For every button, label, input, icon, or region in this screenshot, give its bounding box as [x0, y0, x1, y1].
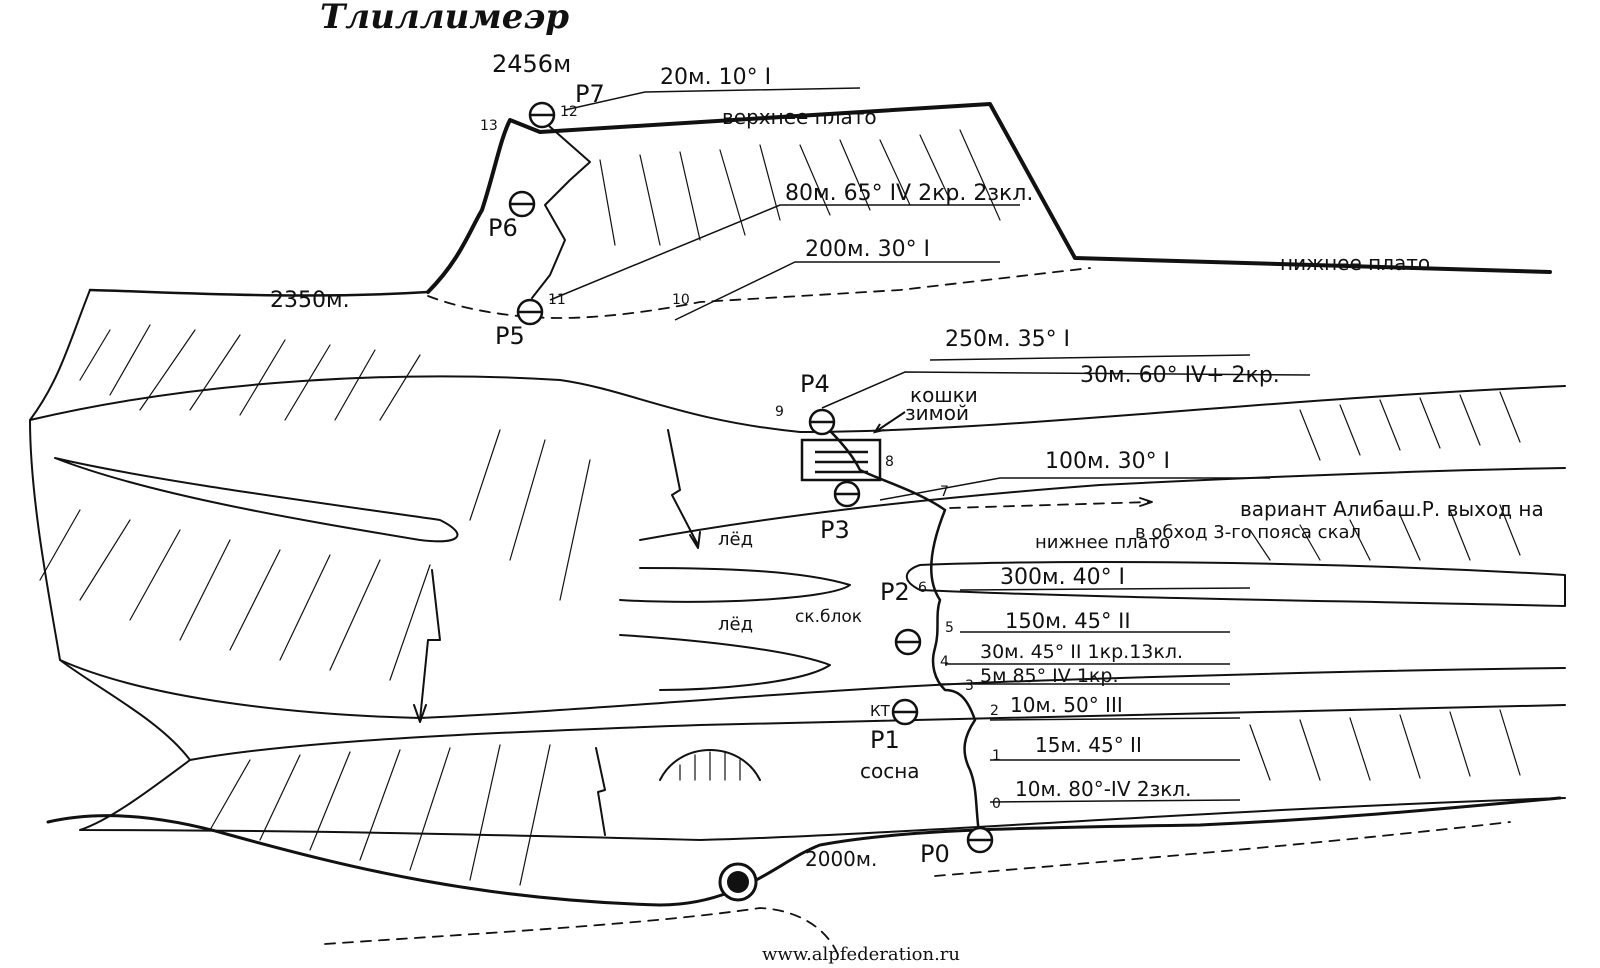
note-rock-block: ск.блок	[795, 607, 862, 627]
base-ridge	[46, 796, 1562, 907]
point-number: 6	[918, 580, 927, 596]
point-number: 9	[775, 404, 784, 420]
pitch-label: 30м. 60° IV+ 2кр.	[1080, 363, 1280, 388]
station-label-p5: P5	[495, 322, 525, 350]
point-number: 0	[992, 796, 1001, 812]
pitch-label: 250м. 35° I	[945, 327, 1070, 352]
pitch-label: 15м. 45° II	[1035, 733, 1142, 757]
pitch-label: 200м. 30° I	[805, 237, 930, 262]
trail-lower	[934, 821, 1511, 877]
point-number: 4	[940, 654, 949, 670]
point-number: 10	[672, 292, 690, 308]
point-number: 3	[965, 678, 974, 694]
note-crampons: кошки	[910, 383, 978, 407]
pitch-label: 300м. 40° I	[1000, 565, 1125, 590]
station-p5-marker	[516, 298, 544, 326]
note-ice-1: лёд	[718, 529, 753, 550]
footer-url: www.alpfederation.ru	[762, 944, 960, 965]
note-ice-2: лёд	[718, 614, 753, 635]
ice-band-2	[619, 634, 831, 691]
hatching-right	[1249, 391, 1521, 781]
trail-approach	[324, 907, 841, 961]
elevation-base: 2000м.	[805, 847, 877, 871]
station-label-p1: P1	[870, 726, 900, 754]
crampon-arrow	[872, 411, 906, 434]
summit-outline	[426, 102, 1552, 294]
cave-hatch	[679, 751, 741, 781]
pitch-label: 5м 85° IV 1кр.	[980, 665, 1118, 687]
point-number: 8	[885, 454, 894, 470]
trail-variant	[949, 501, 1151, 509]
station-p7-marker	[528, 101, 556, 129]
pitch-label: 30м. 45° II 1кр.13кл.	[980, 641, 1183, 663]
elevation-summit: 2456м	[492, 50, 571, 78]
stations	[508, 101, 994, 854]
station-label-p4: P4	[800, 370, 830, 398]
station-labels: P0 P1 P2 P3 P4 P5 P6 P7	[488, 80, 950, 868]
point-number: 7	[940, 484, 949, 500]
route-title: Тлиллимеэр	[320, 0, 569, 37]
station-p1-marker	[891, 698, 919, 726]
upper-ridge	[88, 288, 430, 297]
rockfall-arrow-3	[595, 747, 606, 836]
point-number: 11	[548, 292, 566, 308]
pitch-label: 10м. 80°-IV 2зкл.	[1015, 777, 1191, 801]
label-upper-plateau: верхнее плато	[722, 105, 877, 129]
ice-band-1	[619, 567, 851, 603]
route-upper	[531, 117, 591, 299]
crampon-block	[800, 438, 882, 482]
band-1	[29, 289, 1566, 433]
station-label-p7: P7	[575, 80, 605, 108]
station-label-p0: P0	[920, 840, 950, 868]
pitch-label: 10м. 50° III	[1010, 693, 1123, 717]
band-6	[59, 659, 1566, 761]
band-4	[639, 467, 1566, 541]
note-winter: зимой	[905, 401, 969, 425]
hatching-left	[39, 324, 591, 886]
rockfall-arrow-1	[667, 429, 701, 549]
pitch-leaders	[549, 87, 1311, 803]
label-variant-2: в обход 3-го пояса скал	[1135, 522, 1361, 543]
label-lower-plateau-variant: нижнее плато	[1035, 532, 1170, 553]
band-5	[905, 561, 1566, 607]
pitch-label: 80м. 65° IV 2кр. 2зкл.	[785, 181, 1033, 206]
label-lower-plateau: нижнее плато	[1280, 251, 1430, 275]
pitch-labels: 20м. 10° I 80м. 65° IV 2кр. 2зкл. 200м. …	[660, 65, 1280, 801]
station-label-p3: P3	[820, 516, 850, 544]
station-label-p6: P6	[488, 214, 518, 242]
pitch-label: 100м. 30° I	[1045, 449, 1170, 474]
band-2	[54, 457, 459, 543]
label-variant: вариант Алибаш.Р. выход на	[1240, 497, 1544, 521]
variant-arrow	[1139, 497, 1153, 507]
point-number: 5	[945, 620, 954, 636]
band-3	[29, 419, 1566, 719]
point-number: 2	[990, 703, 999, 719]
station-p4-marker	[808, 408, 836, 436]
elevation-shoulder: 2350м.	[270, 288, 350, 313]
point-numbers: 0 1 2 3 4 5 6 7 8 9 10 11 12 13	[480, 104, 1001, 812]
station-label-p2: P2	[880, 578, 910, 606]
trail-upper	[427, 267, 1091, 319]
point-number: 12	[560, 104, 578, 120]
station-p0-marker	[966, 826, 994, 854]
pitch-label: 20м. 10° I	[660, 65, 771, 90]
station-p3-marker	[833, 480, 861, 508]
station-p6-marker	[508, 190, 536, 218]
station-p2-marker	[894, 628, 922, 656]
rockfall-arrow-2	[413, 569, 441, 723]
note-pine: сосна	[860, 759, 920, 783]
route-line	[818, 420, 982, 842]
note-kt: КТ	[870, 702, 891, 720]
hut-marker	[718, 862, 758, 902]
point-number: 13	[480, 118, 498, 134]
band-lower	[79, 759, 1566, 841]
point-number: 1	[992, 748, 1001, 764]
pitch-label: 150м. 45° II	[1005, 609, 1131, 633]
cave-arch	[659, 749, 761, 781]
